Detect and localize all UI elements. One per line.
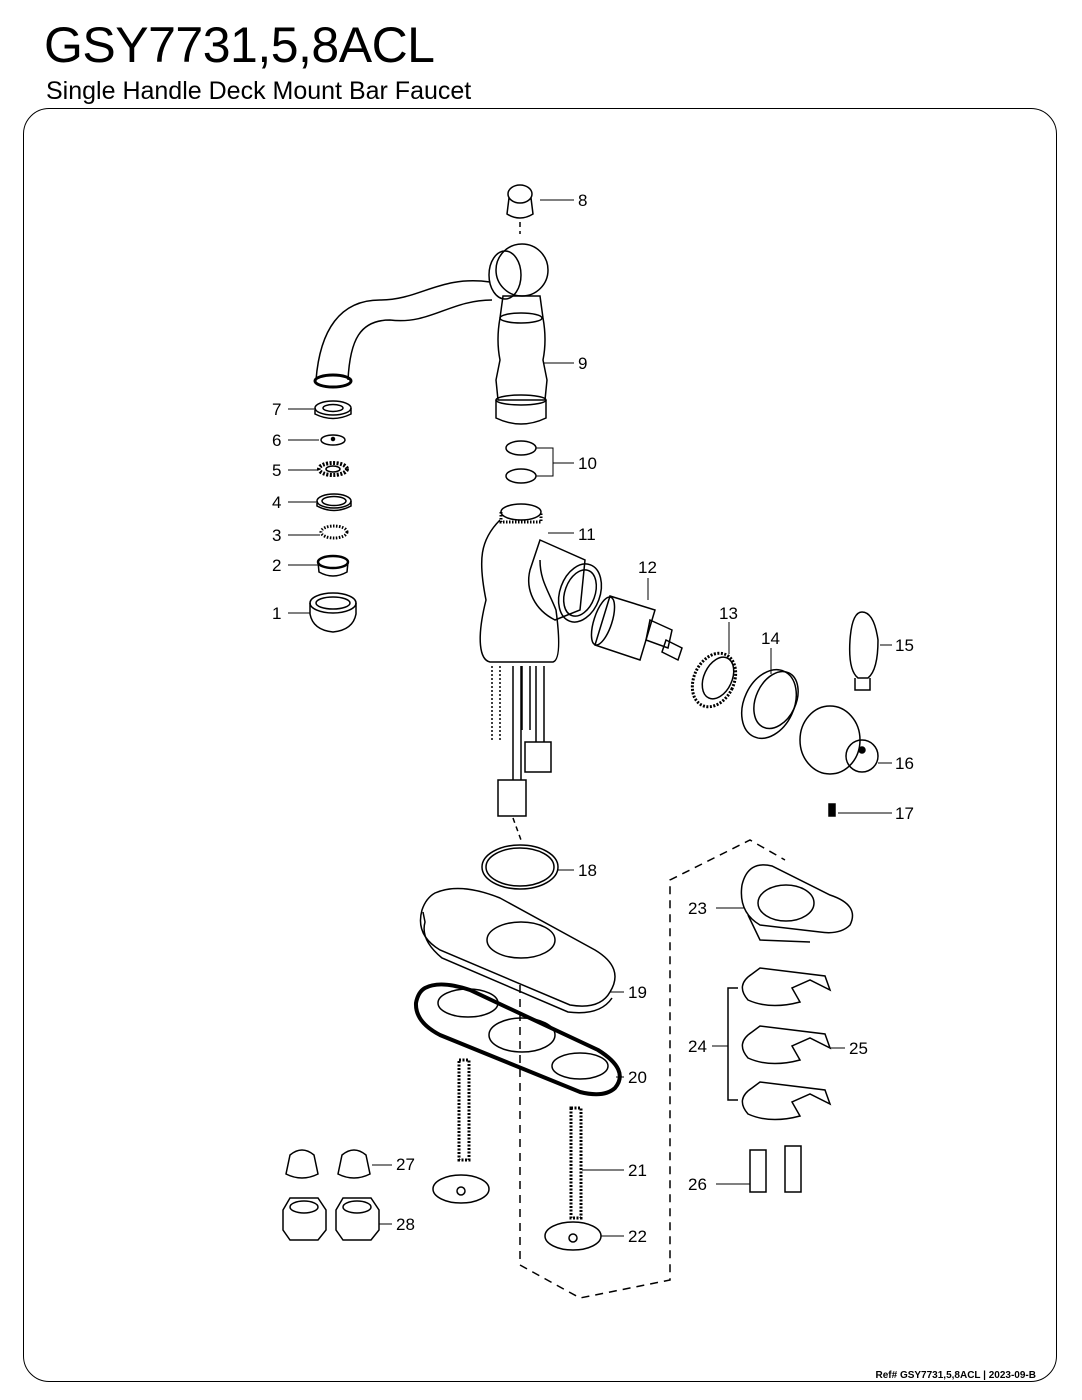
part-20-gasket — [413, 982, 622, 1097]
part-10-o-rings — [505, 440, 537, 484]
part-2-insert — [316, 554, 350, 577]
callout-5: 5 — [272, 461, 281, 480]
callout-14: 14 — [761, 629, 780, 648]
callout-28: 28 — [396, 1215, 415, 1234]
callout-13: 13 — [719, 604, 738, 623]
callout-8: 8 — [578, 191, 587, 210]
ref-separator: | — [983, 1370, 986, 1381]
part-13-nut — [690, 651, 738, 709]
callout-2: 2 — [272, 556, 281, 575]
callout-15: 15 — [895, 636, 914, 655]
part-16-handle-base — [799, 705, 879, 775]
part-7-washer — [314, 400, 352, 420]
page-subtitle: Single Handle Deck Mount Bar Faucet — [46, 77, 472, 105]
reference-footer: Ref# GSY7731,5,8ACL | 2023-09-B — [875, 1370, 1036, 1381]
part-3-mesh — [319, 524, 349, 540]
callout-labels: 8 9 7 6 5 4 3 2 1 10 11 12 13 14 15 16 1… — [272, 191, 914, 1246]
callout-25: 25 — [849, 1039, 868, 1058]
callout-20: 20 — [628, 1068, 647, 1087]
part-27-ferrules — [285, 1149, 371, 1179]
page-title: GSY7731,5,8ACL — [44, 17, 435, 73]
callout-11: 11 — [578, 525, 596, 544]
part-18-o-ring — [481, 844, 559, 890]
callout-10: 10 — [578, 454, 597, 473]
part-17-set-screw — [828, 803, 836, 817]
part-4-ring — [316, 493, 352, 512]
callout-3: 3 — [272, 526, 281, 545]
diagram-frame — [23, 108, 1057, 1382]
callout-leaders — [288, 199, 892, 1237]
part-1-aerator-housing — [309, 592, 357, 633]
part-23-bracket — [740, 864, 854, 943]
callout-7: 7 — [272, 400, 281, 419]
part-14-cap — [740, 668, 799, 740]
callout-27: 27 — [396, 1155, 415, 1174]
callout-9: 9 — [578, 354, 587, 373]
part-21-threaded-rods — [457, 1058, 583, 1220]
callout-4: 4 — [272, 493, 281, 512]
callout-26: 26 — [688, 1175, 707, 1194]
part-5-screen — [317, 461, 349, 477]
part-9-spout — [313, 243, 549, 425]
callout-24: 24 — [688, 1037, 707, 1056]
part-15-lever — [848, 611, 879, 691]
part-24-clips — [727, 967, 832, 1121]
callout-21: 21 — [628, 1161, 647, 1180]
callout-16: 16 — [895, 754, 914, 773]
callout-1: 1 — [272, 604, 281, 623]
part-12-cartridge — [590, 595, 683, 662]
callout-18: 18 — [578, 861, 597, 880]
part-6-disc — [320, 434, 346, 446]
callout-22: 22 — [628, 1227, 647, 1246]
ref-revision: 2023-09-B — [988, 1370, 1036, 1381]
assembly-guide-dashed — [519, 839, 786, 1299]
callout-17: 17 — [895, 804, 914, 823]
ref-code: GSY7731,5,8ACL — [899, 1370, 981, 1381]
part-28-nuts — [282, 1197, 380, 1241]
part-22-washers — [432, 1174, 602, 1251]
ref-label: Ref# — [875, 1370, 898, 1381]
part-11-body — [479, 503, 603, 841]
part-8-button — [506, 184, 534, 234]
callout-19: 19 — [628, 983, 647, 1002]
callout-12: 12 — [638, 558, 657, 577]
callout-23: 23 — [688, 899, 707, 918]
part-19-deck-plate — [419, 887, 616, 1014]
callout-6: 6 — [272, 431, 281, 450]
part-26-spacers — [749, 1145, 802, 1193]
